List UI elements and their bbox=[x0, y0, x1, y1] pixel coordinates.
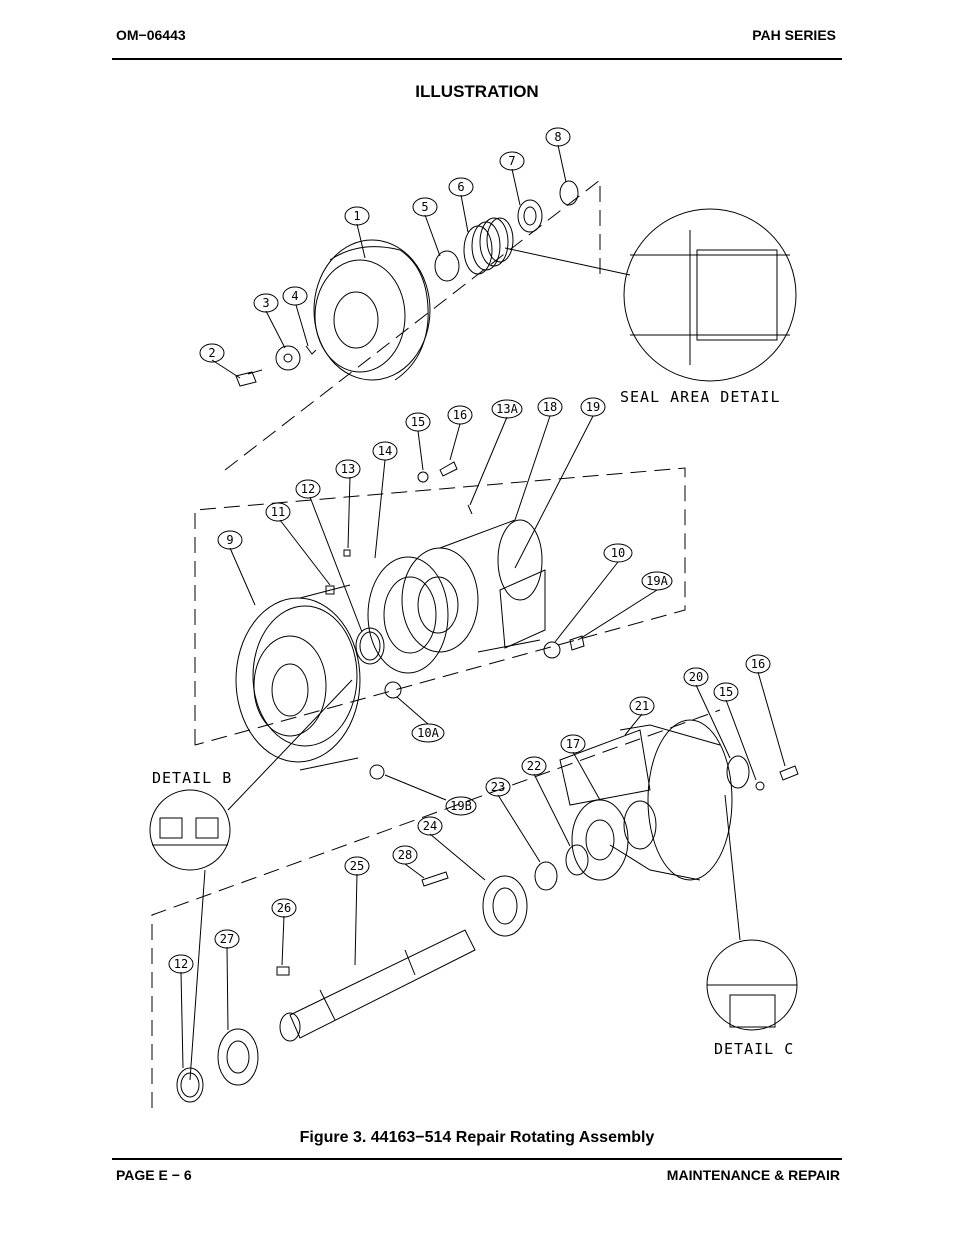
grease-fitting-part bbox=[325, 585, 335, 595]
vent-fitting-part bbox=[467, 504, 473, 515]
callout-16-lower: 16 bbox=[751, 657, 765, 671]
key-28 bbox=[421, 871, 449, 887]
callout-8: 8 bbox=[554, 130, 561, 144]
key-26 bbox=[276, 966, 290, 976]
lower-dashed-frame bbox=[151, 709, 721, 1108]
seal-area-detail-label: SEAL AREA DETAIL bbox=[620, 388, 781, 406]
bearing-cover-part bbox=[571, 799, 629, 881]
callout-19a: 19A bbox=[646, 574, 668, 588]
callout-15: 15 bbox=[411, 415, 425, 429]
seal-ring bbox=[434, 250, 460, 282]
callout-28: 28 bbox=[398, 848, 412, 862]
callout-3: 3 bbox=[262, 296, 269, 310]
leader-lines bbox=[180, 144, 786, 1069]
lip-seal-12b bbox=[176, 1067, 204, 1103]
callout-15-lower: 15 bbox=[719, 685, 733, 699]
detail-c bbox=[706, 939, 798, 1031]
section-title: ILLUSTRATION bbox=[415, 82, 539, 101]
callout-16: 16 bbox=[453, 408, 467, 422]
page-number: PAGE E − 6 bbox=[116, 1167, 192, 1183]
seal-area-detail bbox=[623, 208, 797, 382]
callout-13a: 13A bbox=[496, 402, 518, 416]
fitting-19a bbox=[569, 635, 585, 651]
callout-12-lower: 12 bbox=[174, 957, 188, 971]
callout-18: 18 bbox=[543, 400, 557, 414]
callout-23: 23 bbox=[491, 780, 505, 794]
retaining-ring-23 bbox=[534, 861, 558, 891]
callout-7: 7 bbox=[508, 154, 515, 168]
detail-b-label: DETAIL B bbox=[152, 769, 232, 787]
bolt-16b bbox=[779, 765, 799, 781]
callout-19: 19 bbox=[586, 400, 600, 414]
series-name: PAH SERIES bbox=[752, 27, 836, 43]
callout-4: 4 bbox=[291, 289, 298, 303]
lip-seal-part bbox=[355, 627, 385, 665]
nut-part bbox=[417, 471, 429, 483]
callout-1: 1 bbox=[353, 209, 360, 223]
middle-dashed-frame bbox=[194, 467, 686, 746]
callout-17: 17 bbox=[566, 737, 580, 751]
callout-5: 5 bbox=[421, 200, 428, 214]
impeller-part bbox=[313, 239, 431, 381]
section-name: MAINTENANCE & REPAIR bbox=[666, 1167, 840, 1183]
callout-14: 14 bbox=[378, 444, 392, 458]
impeller-bolt bbox=[235, 369, 263, 387]
detail-b bbox=[149, 789, 231, 871]
bearing-housing-part bbox=[401, 519, 546, 653]
callout-25: 25 bbox=[350, 859, 364, 873]
plug-10a bbox=[384, 681, 402, 699]
cap-screw-part bbox=[439, 461, 458, 477]
pipe-plug-part bbox=[343, 549, 351, 557]
detail-c-label: DETAIL C bbox=[714, 1040, 794, 1058]
impeller-key bbox=[305, 345, 317, 355]
callout-20: 20 bbox=[689, 670, 703, 684]
callout-21: 21 bbox=[635, 699, 649, 713]
callout-6: 6 bbox=[457, 180, 464, 194]
bearing-24 bbox=[482, 875, 528, 937]
shaft-sleeve bbox=[517, 199, 543, 233]
callout-11: 11 bbox=[271, 505, 285, 519]
shaft-part bbox=[279, 929, 476, 1042]
header-rule bbox=[112, 58, 842, 60]
upper-dashed-frame bbox=[224, 178, 601, 471]
callout-bubbles bbox=[168, 127, 771, 974]
callout-9: 9 bbox=[226, 533, 233, 547]
callout-2: 2 bbox=[208, 346, 215, 360]
callout-27: 27 bbox=[220, 932, 234, 946]
seal-22 bbox=[565, 844, 589, 876]
bearing-frame-part bbox=[559, 719, 733, 881]
plug-10 bbox=[543, 641, 561, 659]
seal-spring-part bbox=[463, 217, 514, 275]
figure-caption: Figure 3. 44163−514 Repair Rotating Asse… bbox=[299, 1129, 655, 1146]
seal-20 bbox=[726, 755, 750, 789]
callout-10: 10 bbox=[611, 546, 625, 560]
callout-19b: 19B bbox=[450, 799, 472, 813]
doc-number: OM−06443 bbox=[116, 27, 186, 43]
callout-10a: 10A bbox=[417, 726, 439, 740]
callout-24: 24 bbox=[423, 819, 437, 833]
callout-13: 13 bbox=[341, 462, 355, 476]
sleeve-o-ring bbox=[559, 180, 579, 206]
callout-22: 22 bbox=[527, 759, 541, 773]
plug-19b bbox=[369, 764, 385, 780]
intermediate-bracket-part bbox=[235, 584, 361, 771]
impeller-washer bbox=[275, 345, 301, 371]
bearing-27 bbox=[217, 1028, 259, 1086]
washer-15b bbox=[755, 781, 765, 791]
callout-12: 12 bbox=[301, 482, 315, 496]
callout-26: 26 bbox=[277, 901, 291, 915]
footer-rule bbox=[112, 1158, 842, 1160]
gasket-part bbox=[367, 556, 449, 674]
